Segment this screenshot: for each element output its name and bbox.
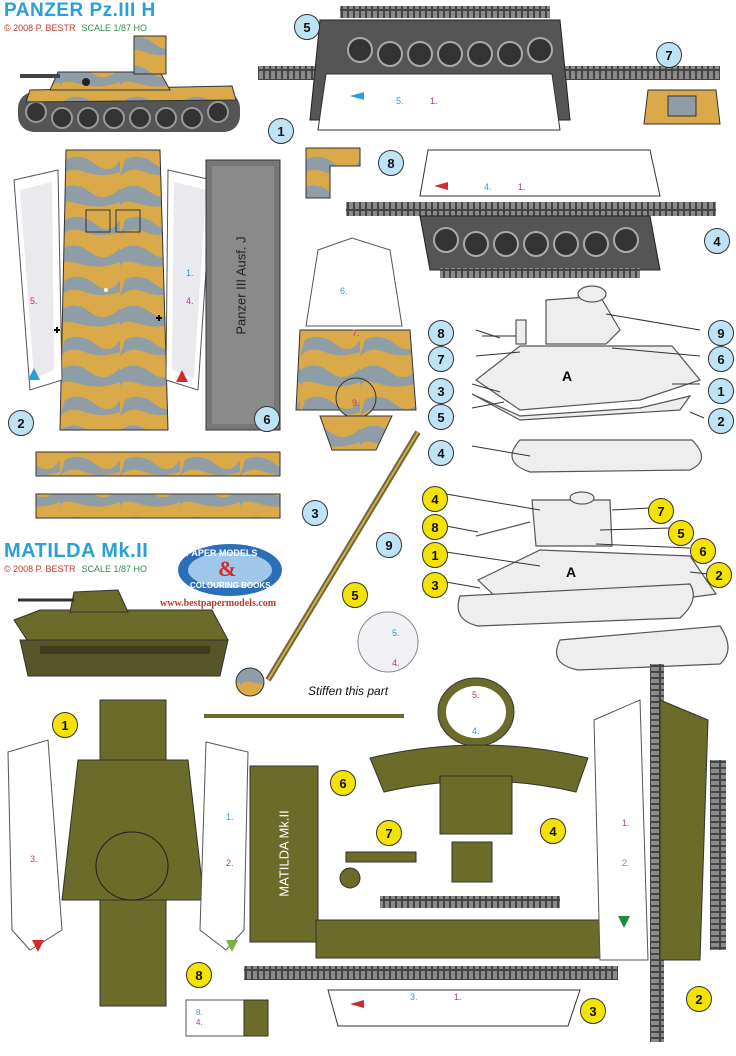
panzer-side-illustration xyxy=(18,35,240,132)
panzer-fender-net xyxy=(205,159,281,431)
panzer-part-callout-1: 1 xyxy=(268,118,294,144)
panzer-part-callout-4: 4 xyxy=(704,228,730,254)
piece-label: 7. xyxy=(352,328,360,338)
piece-label: 6. xyxy=(340,286,348,296)
panzer-part-callout-3: 3 xyxy=(302,500,328,526)
matilda-assembly-callout: 8 xyxy=(422,514,448,540)
matilda-assembly-callout: 5 xyxy=(668,520,694,546)
panzer-part-callout-5: 5 xyxy=(294,14,320,40)
panzer-assembly-callout: 8 xyxy=(428,320,454,346)
panzer-turret-net xyxy=(295,237,417,451)
piece-label: 8. xyxy=(196,1008,203,1017)
panzer-part-callout-8: 8 xyxy=(378,150,404,176)
panzer-part-callout-7: 7 xyxy=(656,42,682,68)
matilda-fender-net xyxy=(249,765,319,943)
piece-label: 4. xyxy=(196,1018,203,1027)
logo-line1: PAPER MODELS xyxy=(186,548,258,558)
piece-label: 5. xyxy=(392,628,400,638)
piece-label: 3. xyxy=(410,992,418,1002)
panzer-gun-barrel xyxy=(235,430,421,697)
matilda-part-callout-4: 4 xyxy=(540,818,566,844)
piece-label: 5. xyxy=(472,690,480,700)
matilda-hull-net xyxy=(7,699,249,1007)
panzer-skirt-strips xyxy=(35,451,281,519)
matilda-part-callout-6: 6 xyxy=(330,770,356,796)
matilda-part-callout-5: 5 xyxy=(342,582,368,608)
panzer-assembly-callout: 2 xyxy=(708,408,734,434)
piece-label: 1. xyxy=(518,182,526,192)
matilda-part5-disc xyxy=(357,611,419,673)
piece-label: 1. xyxy=(226,812,234,822)
logo-badge xyxy=(178,544,282,596)
panzer-assembly-callout: 3 xyxy=(428,378,454,404)
panzer-credit: © 2008 P. BESTR SCALE 1/87 HO xyxy=(4,23,147,33)
piece-label: 1. xyxy=(430,96,438,106)
panzer-part8-small xyxy=(305,147,361,199)
piece-label: 4. xyxy=(186,296,194,306)
matilda-assembly-callout: 1 xyxy=(422,542,448,568)
piece-label: 4. xyxy=(484,182,492,192)
matilda-assembly-callout: 6 xyxy=(690,538,716,564)
piece-label: 4. xyxy=(392,658,400,668)
piece-label: 1. xyxy=(186,268,194,278)
piece-label: 5. xyxy=(396,96,404,106)
matilda-track-vertical xyxy=(593,664,726,1042)
piece-label: 5. xyxy=(30,296,38,306)
assembly-part-A-matilda: A xyxy=(566,564,577,580)
panzer-assembly-callout: 5 xyxy=(428,404,454,430)
panzer-assembly-callout: 9 xyxy=(708,320,734,346)
matilda-scale: SCALE 1/87 HO xyxy=(81,564,148,574)
panzer-scale: SCALE 1/87 HO xyxy=(81,23,148,33)
panzer-track-strip-upper xyxy=(258,6,720,131)
matilda-credit: © 2008 P. BESTR SCALE 1/87 HO xyxy=(4,564,147,574)
matilda-track-horizontal xyxy=(244,896,618,1027)
panzer-track-strip-lower xyxy=(346,149,716,278)
piece-label: 9. xyxy=(352,398,360,408)
piece-label: 1. xyxy=(622,818,630,828)
piece-label: 3. xyxy=(30,854,38,864)
matilda-title: MATILDA Mk.II xyxy=(4,540,149,562)
panzer-assembly-callout: 4 xyxy=(428,440,454,466)
matilda-part8-small xyxy=(185,999,269,1037)
matilda-assembly-diagram xyxy=(457,491,729,671)
matilda-side-illustration xyxy=(13,589,229,677)
matilda-part-callout-8: 8 xyxy=(186,962,212,988)
assembly-part-A-panzer: A xyxy=(562,368,573,384)
stiffen-note: Stiffen this part xyxy=(308,684,389,698)
panzer-part7-small xyxy=(643,89,721,125)
panzer-part-callout-9: 9 xyxy=(376,532,402,558)
matilda-turret-net xyxy=(369,677,589,883)
piece-label: 2. xyxy=(226,858,234,868)
logo-amp: & xyxy=(218,556,237,581)
panzer-assembly-callout: 6 xyxy=(708,346,734,372)
matilda-assembly-callout: 7 xyxy=(648,498,674,524)
panzer-credit-text: © 2008 P. BESTR xyxy=(4,23,76,33)
logo-website[interactable]: www.bestpapermodels.com xyxy=(160,598,277,609)
matilda-part-callout-1: 1 xyxy=(52,712,78,738)
logo-line2: COLOURING BOOKS xyxy=(190,581,271,590)
panzer-assembly-diagram xyxy=(471,285,703,473)
matilda-part-callout-7: 7 xyxy=(376,820,402,846)
matilda-credit-text: © 2008 P. BESTR xyxy=(4,564,76,574)
matilda-assembly-callout: 3 xyxy=(422,572,448,598)
piece-label: 1. xyxy=(454,992,462,1002)
leader-lines xyxy=(445,313,709,589)
panzer-hull-net xyxy=(13,149,213,431)
piece-label: 2. xyxy=(622,858,630,868)
matilda-part-callout-3: 3 xyxy=(580,998,606,1024)
piece-label: 4. xyxy=(472,726,480,736)
panzer-side-label: Panzer III Ausf. J xyxy=(233,236,249,335)
matilda-part-callout-2: 2 xyxy=(686,986,712,1012)
matilda-assembly-callout: 2 xyxy=(706,562,732,588)
panzer-part-callout-2: 2 xyxy=(8,410,34,436)
panzer-assembly-callout: 7 xyxy=(428,346,454,372)
panzer-title: PANZER Pz.III H xyxy=(4,0,156,21)
matilda-assembly-callout: 4 xyxy=(422,486,448,512)
matilda-part7-small xyxy=(339,851,417,889)
panzer-assembly-callout: 1 xyxy=(708,378,734,404)
panzer-part-callout-6: 6 xyxy=(254,406,280,432)
matilda-side-label: MATILDA Mk.II xyxy=(276,810,292,897)
